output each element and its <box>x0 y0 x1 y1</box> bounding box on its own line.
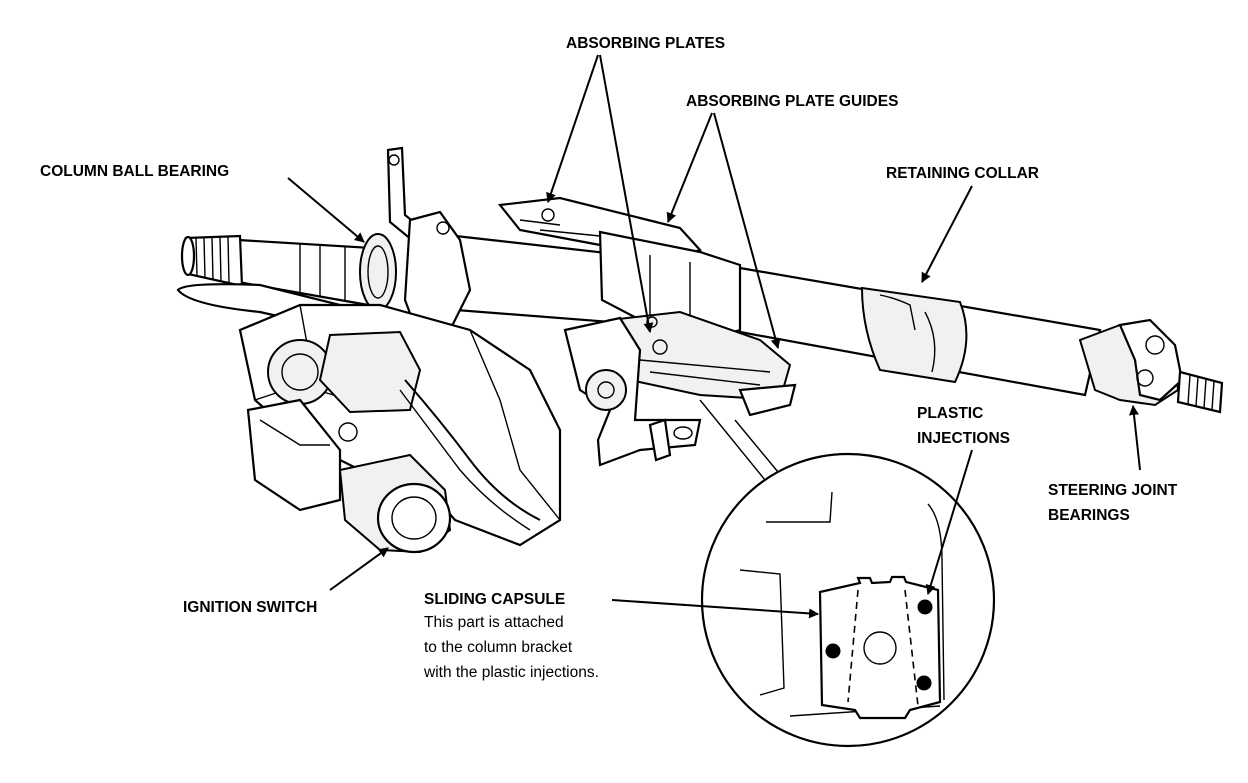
leader-lines <box>287 54 1141 619</box>
ignition-switch-cylinder <box>338 453 452 554</box>
upper-steering-shaft <box>180 233 397 311</box>
retaining-collar <box>860 286 968 384</box>
label-retaining-collar: RETAINING COLLAR <box>886 165 1039 182</box>
note-line-3: with the plastic injections. <box>423 664 599 681</box>
label-ignition-switch: IGNITION SWITCH <box>183 599 317 616</box>
label-plastic-injections-line2: INJECTIONS <box>917 430 1010 447</box>
label-steering-joint-bearings-line2: BEARINGS <box>1048 507 1130 524</box>
steering-joint <box>1078 318 1224 414</box>
note-line-2: to the column bracket <box>424 639 573 656</box>
detail-magnifier <box>699 399 996 748</box>
upper-mount-bracket <box>386 146 472 342</box>
lower-mount-bracket <box>563 316 702 467</box>
wiring <box>399 379 541 531</box>
label-sliding-capsule: SLIDING CAPSULE <box>424 591 565 608</box>
sliding-capsule <box>818 575 942 720</box>
note-line-1: This part is attached <box>424 614 564 631</box>
label-absorbing-plate-guides: ABSORBING PLATE GUIDES <box>686 93 898 110</box>
lock-housing <box>238 303 562 547</box>
absorbing-plates-assembly <box>497 196 797 417</box>
label-absorbing-plates: ABSORBING PLATES <box>566 35 725 52</box>
plastic-injection-dot <box>825 643 841 659</box>
plastic-injection-dot <box>916 675 932 691</box>
labels: ABSORBING PLATES ABSORBING PLATE GUIDES … <box>40 35 1178 681</box>
label-plastic-injections-line1: PLASTIC <box>917 405 983 422</box>
plastic-injection-dot <box>917 599 933 615</box>
label-steering-joint-bearings-line1: STEERING JOINT <box>1048 482 1178 499</box>
label-column-ball-bearing: COLUMN BALL BEARING <box>40 163 229 180</box>
